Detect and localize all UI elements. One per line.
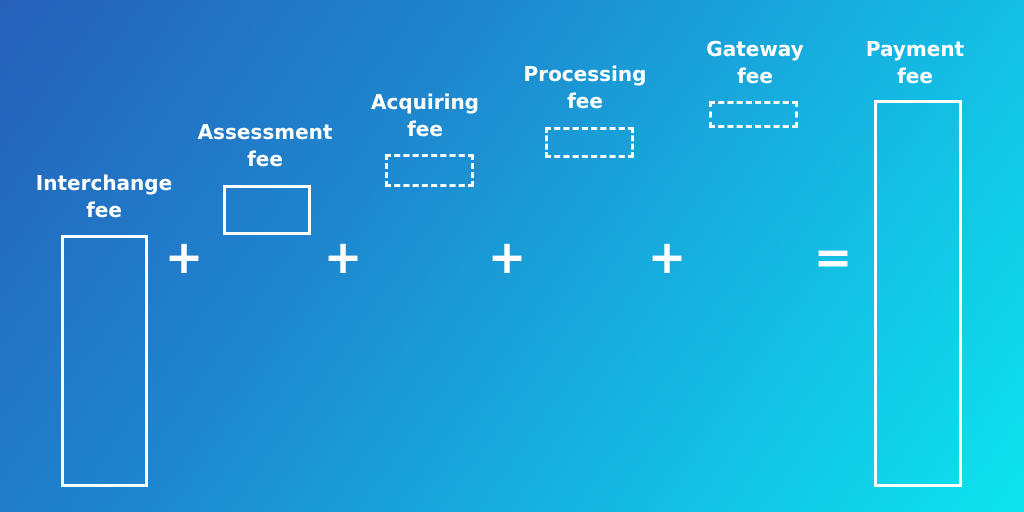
payment-fee-label: Payment fee — [825, 36, 1005, 90]
assessment-fee-label: Assessment fee — [175, 119, 355, 173]
processing-fee-box — [545, 127, 634, 158]
equals-operator: = — [813, 230, 853, 284]
interchange-fee-box — [61, 235, 148, 487]
acquiring-fee-box — [385, 154, 474, 187]
payment-fee-label-line2: fee — [897, 64, 933, 88]
acquiring-fee-label: Acquiring fee — [335, 89, 515, 143]
payment-fee-box — [874, 100, 962, 487]
plus-operator-1: + — [164, 230, 204, 284]
gateway-fee-label-line2: fee — [737, 64, 773, 88]
payment-fee-label-line1: Payment — [865, 37, 965, 61]
processing-fee-label-line2: fee — [567, 89, 603, 113]
assessment-fee-label-line1: Assessment — [197, 120, 333, 144]
acquiring-fee-label-line2: fee — [407, 117, 443, 141]
assessment-fee-label-line2: fee — [247, 147, 283, 171]
gateway-fee-box — [709, 101, 798, 128]
processing-fee-label: Processing fee — [495, 61, 675, 115]
plus-operator-3: + — [487, 230, 527, 284]
assessment-fee-box — [223, 185, 311, 235]
gateway-fee-label: Gateway fee — [665, 36, 845, 90]
acquiring-fee-label-line1: Acquiring — [370, 90, 480, 114]
plus-operator-2: + — [323, 230, 363, 284]
plus-operator-4: + — [647, 230, 687, 284]
interchange-fee-label: Interchange fee — [14, 170, 194, 224]
processing-fee-label-line1: Processing — [523, 62, 647, 86]
interchange-fee-label-line1: Interchange — [35, 171, 173, 195]
gateway-fee-label-line1: Gateway — [706, 37, 804, 61]
interchange-fee-label-line2: fee — [86, 198, 122, 222]
